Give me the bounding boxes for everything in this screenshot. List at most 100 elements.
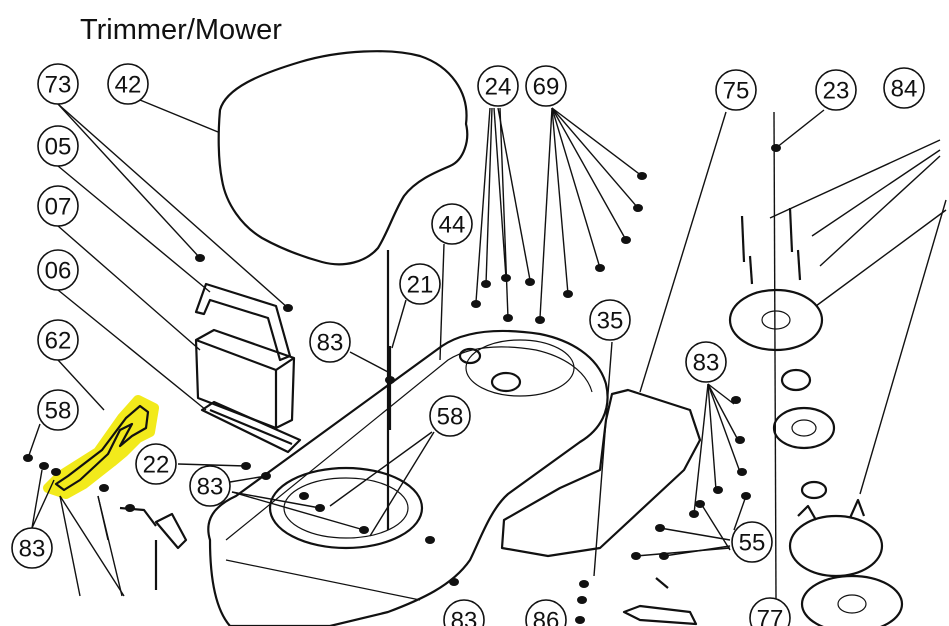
deck-body xyxy=(207,329,609,626)
callout-c73[interactable]: 73 xyxy=(37,63,79,105)
leader-line-4 xyxy=(57,225,201,351)
link-part-77 xyxy=(622,604,698,626)
callout-c35[interactable]: 35 xyxy=(589,299,631,341)
fastener-39 xyxy=(575,616,585,624)
callout-c84[interactable]: 84 xyxy=(883,67,925,109)
leader-line-2 xyxy=(139,99,219,133)
callout-circle xyxy=(525,599,567,626)
callout-c83b[interactable]: 83 xyxy=(189,465,231,507)
callout-circle xyxy=(525,65,567,107)
callout-label: 77 xyxy=(757,606,784,626)
leader-line-42 xyxy=(707,383,717,491)
callout-c22[interactable]: 22 xyxy=(135,443,177,485)
leader-line-9 xyxy=(31,479,55,529)
leader-line-43 xyxy=(693,383,709,515)
leader-line-33 xyxy=(775,109,825,149)
leader-line-32 xyxy=(773,111,777,601)
bolt-3 xyxy=(748,255,754,285)
leader-line-23 xyxy=(499,107,509,319)
callout-c05[interactable]: 05 xyxy=(37,125,79,167)
callout-c55[interactable]: 55 xyxy=(731,521,773,563)
callout-c83e[interactable]: 83 xyxy=(443,599,485,626)
callout-label: 44 xyxy=(439,212,466,239)
leader-line-28 xyxy=(551,107,569,295)
callout-c62[interactable]: 62 xyxy=(37,319,79,361)
callout-circle xyxy=(399,263,441,305)
leader-line-0 xyxy=(57,103,201,259)
callout-label: 73 xyxy=(45,72,72,99)
leader-line-25 xyxy=(551,107,639,209)
callout-label: 62 xyxy=(45,328,72,355)
callout-label: 21 xyxy=(407,272,434,299)
blade-well-inner xyxy=(283,477,409,539)
callout-label: 69 xyxy=(533,74,560,101)
callout-circle xyxy=(107,63,149,105)
callout-label: 58 xyxy=(45,398,72,425)
leader-line-30 xyxy=(593,341,613,577)
fastener-6 xyxy=(471,300,481,308)
leader-line-26 xyxy=(551,107,627,241)
gasket-part-06 xyxy=(200,400,302,454)
callout-c83c[interactable]: 83 xyxy=(309,321,351,363)
belt-housing xyxy=(465,339,575,397)
callout-c21[interactable]: 21 xyxy=(399,263,441,305)
callout-circle xyxy=(37,319,79,361)
callout-c58a[interactable]: 58 xyxy=(37,389,79,431)
leader-line-14 xyxy=(439,243,445,361)
leader-line-11 xyxy=(229,475,267,483)
diagram-title: Trimmer/Mower xyxy=(80,14,282,46)
leader-line-39 xyxy=(707,383,735,405)
callout-label: 83 xyxy=(197,474,224,501)
callout-label: 23 xyxy=(823,78,850,105)
cover-part-42 xyxy=(217,50,469,266)
callout-circle xyxy=(189,465,231,507)
callout-label: 24 xyxy=(485,74,512,101)
leader-line-35 xyxy=(811,149,941,237)
callout-circle xyxy=(883,67,925,109)
spacer xyxy=(800,480,828,500)
fastener-29 xyxy=(51,468,61,476)
leader-line-36 xyxy=(819,155,941,267)
fastener-30 xyxy=(99,484,109,492)
callout-label: 84 xyxy=(891,76,918,103)
callout-c44[interactable]: 44 xyxy=(431,203,473,245)
callout-c07[interactable]: 07 xyxy=(37,185,79,227)
callout-c75[interactable]: 75 xyxy=(715,69,757,111)
bracket-part-62 xyxy=(54,404,150,492)
callout-circle xyxy=(135,443,177,485)
part-callouts: 73 42 05 07 06 62 58 83 22 83 44 21 83 58 24 69 35 75 23 84… xyxy=(11,63,925,626)
callout-c69[interactable]: 69 xyxy=(525,65,567,107)
callout-c83d[interactable]: 83 xyxy=(685,341,727,383)
leader-line-15 xyxy=(391,299,407,349)
blade-disc xyxy=(800,574,904,626)
leader-line-37 xyxy=(859,199,947,495)
blade-disc-center xyxy=(837,594,867,614)
fastener-38 xyxy=(449,578,459,586)
callout-c42[interactable]: 42 xyxy=(107,63,149,105)
leader-line-16 xyxy=(349,351,389,373)
pulley-hub-2 xyxy=(458,347,482,365)
callout-label: 58 xyxy=(437,404,464,431)
leader-line-12 xyxy=(231,491,321,509)
leader-line-51 xyxy=(59,495,81,597)
leader-line-24 xyxy=(551,107,643,177)
callout-circle xyxy=(309,321,351,363)
leader-line-19 xyxy=(475,107,491,303)
callout-c83a[interactable]: 83 xyxy=(11,527,53,569)
leader-line-44 xyxy=(659,527,731,541)
leader-line-31 xyxy=(639,111,727,393)
leader-line-8 xyxy=(31,469,43,529)
callout-c77[interactable]: 77 xyxy=(749,597,791,626)
callout-circle xyxy=(37,389,79,431)
callout-c86[interactable]: 86 xyxy=(525,599,567,626)
callout-circle xyxy=(685,341,727,383)
callout-c23[interactable]: 23 xyxy=(815,69,857,111)
callout-label: 83 xyxy=(451,608,478,626)
leader-line-46 xyxy=(635,547,731,557)
fastener-3 xyxy=(299,492,309,500)
callout-circle xyxy=(749,597,791,626)
callout-c24[interactable]: 24 xyxy=(477,65,519,107)
callout-c58b[interactable]: 58 xyxy=(429,395,471,437)
callout-c06[interactable]: 06 xyxy=(37,249,79,291)
